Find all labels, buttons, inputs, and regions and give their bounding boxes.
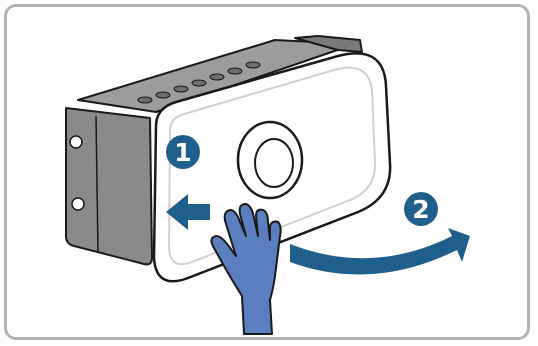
step-2-badge: 2 [404,192,438,226]
step-1-label: 1 [174,138,191,167]
swing-arrow [290,228,470,275]
step-2-label: 2 [412,195,429,224]
housing-side-face [66,108,152,264]
step-1-badge: 1 [166,135,200,169]
circular-button-icon [238,122,302,198]
